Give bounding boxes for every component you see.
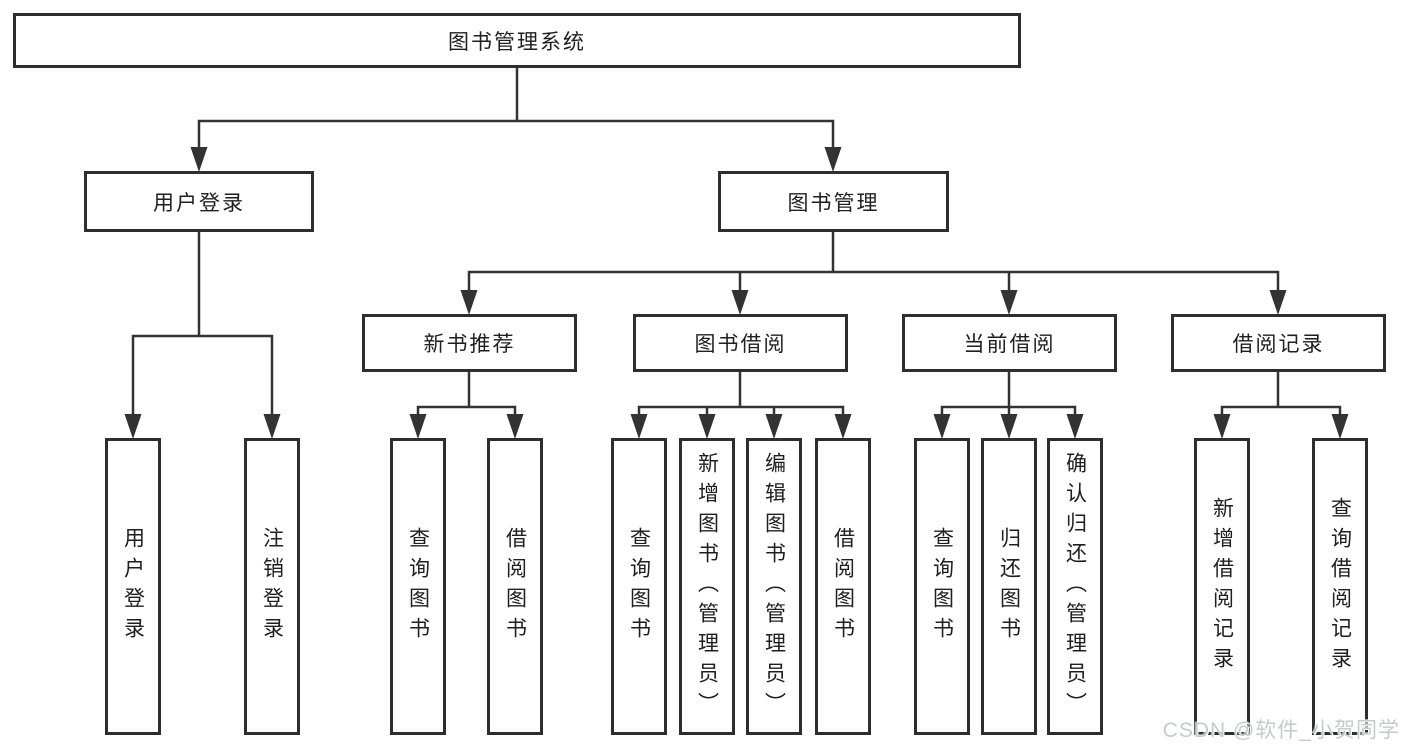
arrow-down-icon — [834, 414, 852, 439]
arrow-down-icon — [190, 147, 208, 172]
node-label: 借阅记录 — [1232, 333, 1325, 356]
arrow-down-icon — [1000, 414, 1018, 439]
connector-lines — [131, 68, 1342, 415]
arrow-down-icon — [824, 147, 842, 172]
node-label: 注销登录 — [260, 526, 284, 647]
arrow-down-icon — [765, 414, 783, 439]
node-library-management-system: 图书管理系统 — [13, 13, 1021, 68]
node-label: 借阅图书 — [503, 526, 527, 647]
node-label: 图书管理系统 — [448, 30, 586, 54]
node-label: 用户登录 — [121, 526, 145, 647]
leaf-add-book-admin: 新增图书（管理员） — [679, 438, 735, 735]
arrow-down-icon — [124, 414, 142, 439]
node-label: 借阅图书 — [831, 526, 855, 647]
node-borrowing-records: 借阅记录 — [1171, 314, 1386, 372]
csdn-watermark: CSDN @软件_小贺同学 — [1162, 719, 1400, 742]
leaf-query-books-borrow: 查询图书 — [611, 438, 667, 735]
node-label: 用户登录 — [153, 191, 245, 215]
connector-level2-rail — [467, 270, 1280, 293]
arrow-down-icon — [460, 290, 478, 315]
arrow-down-icon — [698, 414, 716, 439]
leaf-query-books-current: 查询图书 — [914, 438, 970, 735]
node-book-borrowing: 图书借阅 — [633, 314, 848, 372]
leaf-confirm-return-admin: 确认归还（管理员） — [1047, 438, 1103, 735]
node-label: 新书推荐 — [423, 333, 516, 356]
connector-recommend-rail — [416, 405, 517, 415]
node-label: 新增图书（管理员） — [695, 451, 719, 722]
node-new-book-recommendation: 新书推荐 — [362, 314, 577, 372]
leaf-borrow-books: 借阅图书 — [815, 438, 871, 735]
arrow-down-icon — [731, 290, 749, 315]
node-label: 图书借阅 — [694, 333, 787, 356]
connector-level1-rail — [197, 119, 835, 150]
leaf-logout: 注销登录 — [244, 438, 300, 735]
leaf-edit-book-admin: 编辑图书（管理员） — [746, 438, 802, 735]
arrow-down-icon — [506, 414, 524, 439]
arrow-down-icon — [1066, 414, 1084, 439]
leaf-add-borrow-record: 新增借阅记录 — [1194, 438, 1250, 735]
arrow-down-icon — [1213, 414, 1231, 439]
node-label: 新增借阅记录 — [1210, 496, 1234, 677]
node-label: 图书管理 — [787, 191, 880, 215]
arrow-down-icon — [1269, 290, 1287, 315]
node-label: 当前借阅 — [963, 333, 1056, 356]
node-book-management: 图书管理 — [718, 171, 949, 232]
node-label: 查询借阅记录 — [1328, 496, 1352, 677]
node-label: 查询图书 — [406, 526, 430, 647]
connector-borrow-rail — [637, 405, 845, 415]
node-label: 归还图书 — [997, 526, 1021, 647]
arrowheads — [124, 147, 1349, 439]
node-label: 编辑图书（管理员） — [762, 451, 786, 722]
leaf-borrow-books-recommend: 借阅图书 — [487, 438, 543, 735]
connector-user-login-rail — [131, 334, 274, 415]
node-label: 查询图书 — [627, 526, 651, 647]
leaf-return-book: 归还图书 — [981, 438, 1037, 735]
arrow-down-icon — [263, 414, 281, 439]
node-label: 查询图书 — [930, 526, 954, 647]
arrow-down-icon — [933, 414, 951, 439]
arrow-down-icon — [1331, 414, 1349, 439]
node-user-login: 用户登录 — [84, 171, 314, 232]
arrow-down-icon — [409, 414, 427, 439]
node-label: 确认归还（管理员） — [1063, 451, 1087, 722]
arrow-down-icon — [630, 414, 648, 439]
leaf-user-login: 用户登录 — [105, 438, 161, 735]
connector-records-rail — [1220, 405, 1342, 415]
node-current-borrowing: 当前借阅 — [902, 314, 1117, 372]
leaf-query-borrow-record: 查询借阅记录 — [1312, 438, 1368, 735]
arrow-down-icon — [1000, 290, 1018, 315]
leaf-query-books-recommend: 查询图书 — [390, 438, 446, 735]
